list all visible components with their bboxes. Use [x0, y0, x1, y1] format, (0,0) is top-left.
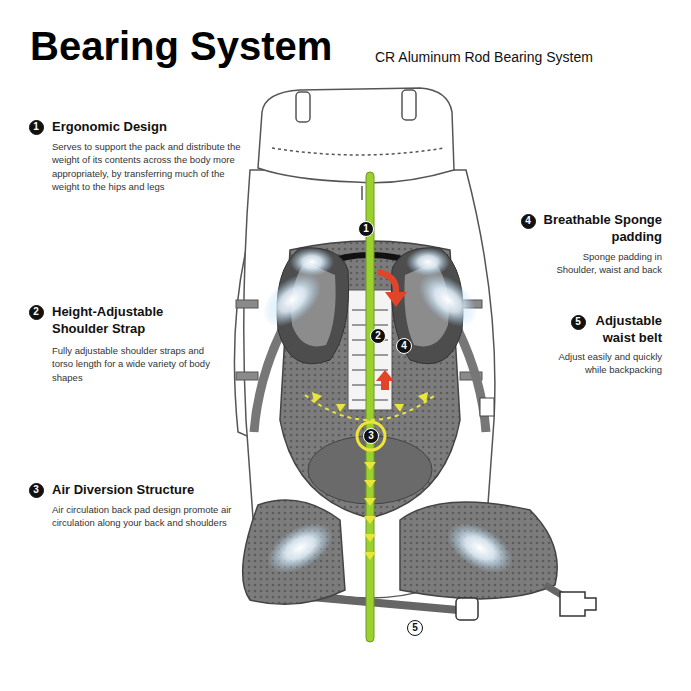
load-arrow-head: [385, 292, 407, 307]
callout-number-text: 1: [363, 224, 369, 234]
air-glow: [253, 248, 521, 583]
load-arrow-head: [376, 370, 394, 381]
callout-number: 3: [29, 483, 44, 498]
callout-number: 1: [358, 221, 374, 237]
callout-number-text: 2: [375, 331, 381, 341]
airflow-arrow: [364, 480, 376, 488]
feature-text: Air circulation back pad design promote …: [52, 503, 232, 530]
airflow-arrow: [418, 392, 428, 403]
callout-number-text: 5: [575, 317, 581, 327]
airflow-arrow: [336, 404, 346, 412]
feature-text: Fully adjustable shoulder straps and tor…: [52, 344, 224, 384]
feature-heading: Height-Adjustable Shoulder Strap: [52, 304, 222, 338]
callout-number-text: 1: [33, 122, 39, 132]
callout-number-text: 4: [525, 216, 531, 226]
subtitle: CR Aluminum Rod Bearing System: [375, 48, 593, 66]
waist-belt-wing: [243, 500, 345, 604]
callout-number: 4: [396, 338, 412, 354]
lid-zipper: [272, 148, 444, 155]
aluminum-rod: [366, 172, 374, 642]
callout-number-text: 3: [33, 485, 39, 495]
airflow-arrow: [394, 404, 404, 412]
waist-belt-wing: [400, 502, 557, 599]
feature-heading: Adjustable waist belt: [572, 313, 662, 347]
feature-text: Sponge padding in Shoulder, waist and ba…: [540, 250, 662, 277]
pack-lid: [258, 88, 454, 183]
airflow-arrow: [364, 516, 376, 524]
feature-heading: Breathable Sponge padding: [532, 212, 662, 246]
callout-number: 3: [363, 428, 379, 444]
callout-number: 2: [370, 328, 386, 344]
callout-number-text: 2: [33, 307, 39, 317]
strap-webbing: [458, 330, 486, 432]
airflow-arrow: [312, 392, 322, 403]
air-glow: [290, 248, 334, 276]
feature-text: Serves to support the pack and distribut…: [52, 140, 247, 193]
highlight-ring: [357, 422, 385, 450]
load-arrow: [378, 272, 396, 294]
feature-text: Adjust easily and quickly while backpack…: [536, 350, 662, 377]
compression-strap: [236, 372, 258, 380]
airflow-arrow: [364, 552, 376, 560]
feature-heading: Ergonomic Design: [52, 119, 252, 136]
lid-strap: [402, 90, 416, 120]
callout-number: 1: [29, 120, 44, 135]
lid-strap: [296, 92, 310, 122]
title: Bearing System: [30, 24, 332, 68]
callout-number: 2: [29, 305, 44, 320]
strap-buckle: [480, 398, 494, 416]
compression-strap: [236, 300, 258, 308]
airflow-arrow: [364, 534, 376, 542]
feature-heading: Air Diversion Structure: [52, 482, 272, 499]
buckle-male: [560, 592, 596, 616]
air-glow: [439, 513, 521, 584]
air-glow: [406, 248, 450, 276]
load-arrow: [381, 380, 389, 390]
strap-webbing: [254, 330, 282, 432]
callout-number-text: 5: [412, 623, 418, 633]
airflow-arrows: [312, 392, 428, 560]
callout-number: 5: [407, 620, 423, 636]
callout-number-text: 3: [368, 431, 374, 441]
air-glow: [259, 513, 341, 584]
airflow-arrow: [364, 462, 376, 470]
callout-number: 4: [521, 214, 536, 229]
airflow-path: [305, 395, 435, 420]
callout-number: 5: [571, 315, 586, 330]
buckle-female: [456, 598, 478, 620]
airflow-arrow: [364, 498, 376, 506]
callout-number-text: 4: [401, 341, 407, 351]
